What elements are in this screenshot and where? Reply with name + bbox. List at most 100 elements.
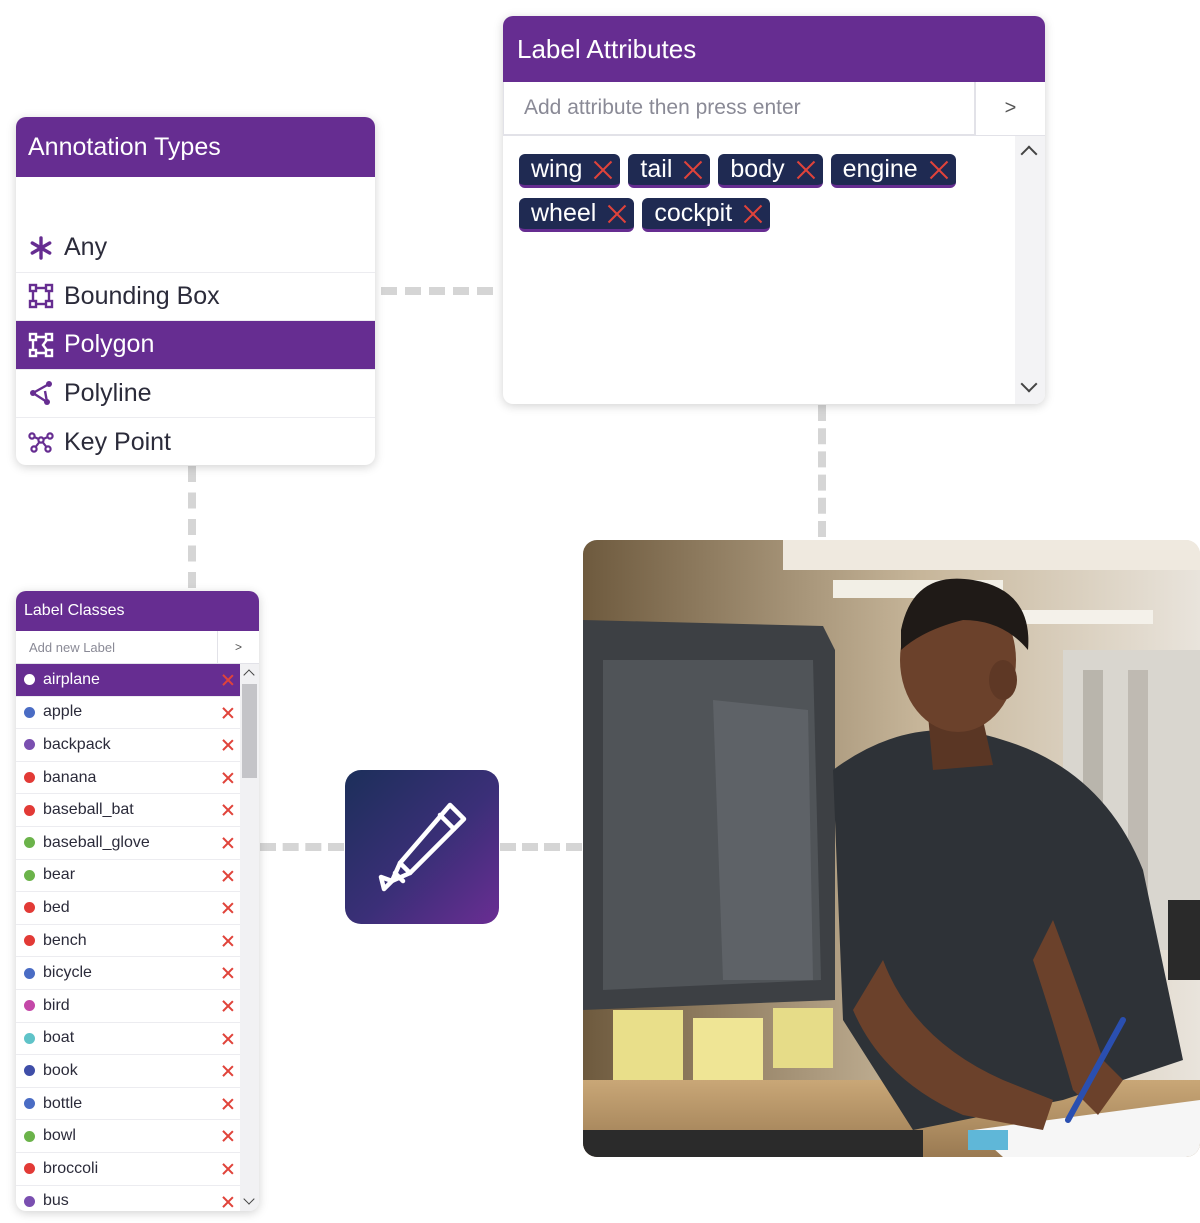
delete-class-icon[interactable] — [222, 739, 234, 751]
delete-class-icon[interactable] — [222, 1130, 234, 1142]
annotation-type-any[interactable]: Any — [16, 224, 375, 273]
remove-chip-icon[interactable] — [592, 159, 614, 181]
class-input-row: > — [16, 631, 259, 664]
label-classes-panel: Label Classes > airplane apple backpack ban… — [16, 591, 259, 1211]
class-item-book[interactable]: book — [16, 1055, 240, 1088]
delete-class-icon[interactable] — [222, 772, 234, 784]
delete-class-icon[interactable] — [222, 674, 234, 686]
class-item-broccoli[interactable]: broccoli — [16, 1153, 240, 1186]
delete-class-icon[interactable] — [222, 1098, 234, 1110]
class-scrollbar[interactable] — [240, 664, 259, 1211]
class-submit-button[interactable]: > — [217, 631, 259, 663]
class-item-bird[interactable]: bird — [16, 990, 240, 1023]
class-item-apple[interactable]: apple — [16, 697, 240, 730]
polyline-icon — [30, 381, 52, 406]
annotation-type-polyline[interactable]: Polyline — [16, 370, 375, 418]
remove-chip-icon[interactable] — [606, 203, 628, 225]
chevron-up-icon[interactable] — [1020, 145, 1038, 163]
class-color-dot — [24, 1032, 35, 1044]
delete-class-icon[interactable] — [222, 967, 234, 979]
annotation-type-label: Polyline — [64, 378, 152, 407]
class-item-bear[interactable]: bear — [16, 860, 240, 893]
delete-class-icon[interactable] — [222, 1033, 234, 1045]
delete-class-icon[interactable] — [222, 870, 234, 882]
class-color-dot — [24, 706, 35, 718]
class-item-label: baseball_bat — [43, 801, 134, 819]
chevron-up-icon[interactable] — [243, 669, 255, 681]
delete-class-icon[interactable] — [222, 837, 234, 849]
photo-person-writing — [583, 540, 1200, 1157]
attribute-chip: tail — [628, 154, 711, 188]
annotation-type-polygon[interactable]: Polygon — [16, 321, 375, 370]
delete-class-icon[interactable] — [222, 707, 234, 719]
delete-class-icon[interactable] — [222, 902, 234, 914]
class-item-airplane[interactable]: airplane — [16, 664, 240, 697]
annotation-type-label: Any — [64, 233, 108, 262]
class-item-label: broccoli — [43, 1159, 99, 1177]
annotation-type-label: Key Point — [64, 427, 172, 456]
scrollbar-thumb[interactable] — [242, 684, 257, 778]
class-item-label: book — [43, 1061, 78, 1079]
label-attributes-title: Label Attributes — [517, 33, 697, 64]
class-item-label: baseball_glove — [43, 833, 150, 851]
label-attributes-panel: Label Attributes > wing tail body engine — [503, 16, 1045, 404]
bounding-box-icon — [28, 284, 54, 309]
polygon-icon — [28, 332, 54, 357]
annotation-type-key-point[interactable]: Key Point — [16, 418, 375, 465]
attribute-chip-list: wing tail body engine wheel cockpit — [503, 136, 1003, 232]
key-point-icon — [28, 432, 54, 453]
annotation-types-title: Annotation Types — [28, 132, 221, 161]
remove-chip-icon[interactable] — [742, 203, 764, 225]
remove-chip-icon[interactable] — [928, 159, 950, 181]
class-item-bus[interactable]: bus — [16, 1186, 240, 1212]
class-item-backpack[interactable]: backpack — [16, 729, 240, 762]
annotation-type-list: Any Bounding Box — [16, 224, 375, 465]
delete-class-icon[interactable] — [222, 1163, 234, 1175]
class-color-dot — [24, 1130, 35, 1142]
attribute-scrollbar[interactable] — [1015, 136, 1045, 404]
attribute-submit-button[interactable]: > — [975, 82, 1045, 135]
class-item-banana[interactable]: banana — [16, 762, 240, 795]
chevron-down-icon[interactable] — [243, 1193, 255, 1205]
delete-class-icon[interactable] — [222, 804, 234, 816]
annotation-types-panel: Annotation Types Any — [16, 117, 375, 465]
class-color-dot — [24, 902, 35, 914]
attribute-chip-label: cockpit — [654, 199, 733, 227]
attribute-input-row: > — [503, 82, 1045, 136]
class-item-label: bowl — [43, 1127, 76, 1145]
connector-types-classes — [188, 466, 196, 588]
class-color-dot — [24, 1163, 35, 1175]
class-item-bicycle[interactable]: bicycle — [16, 957, 240, 990]
remove-chip-icon[interactable] — [795, 159, 817, 181]
label-attributes-header: Label Attributes — [503, 16, 1045, 82]
chevron-down-icon[interactable] — [1020, 375, 1038, 393]
class-color-dot — [24, 1195, 35, 1207]
class-item-label: apple — [43, 703, 83, 721]
attribute-chip: wheel — [519, 198, 635, 232]
attribute-input[interactable] — [503, 82, 975, 135]
class-item-label: bottle — [43, 1094, 83, 1112]
attribute-chip-label: engine — [842, 155, 918, 183]
class-item-label: banana — [43, 768, 97, 786]
attribute-chip-label: body — [730, 155, 785, 183]
class-item-baseball-bat[interactable]: baseball_bat — [16, 794, 240, 827]
delete-class-icon[interactable] — [222, 935, 234, 947]
class-item-label: airplane — [43, 670, 100, 688]
class-color-dot — [24, 1098, 35, 1110]
remove-chip-icon[interactable] — [682, 159, 704, 181]
class-item-bowl[interactable]: bowl — [16, 1120, 240, 1153]
class-item-boat[interactable]: boat — [16, 1023, 240, 1056]
class-color-dot — [24, 674, 35, 686]
delete-class-icon[interactable] — [222, 1065, 234, 1077]
class-item-bench[interactable]: bench — [16, 925, 240, 958]
class-item-baseball-glove[interactable]: baseball_glove — [16, 827, 240, 860]
class-item-bed[interactable]: bed — [16, 892, 240, 925]
delete-class-icon[interactable] — [222, 1000, 234, 1012]
class-item-bottle[interactable]: bottle — [16, 1088, 240, 1121]
class-item-label: backpack — [43, 735, 111, 753]
class-input[interactable] — [16, 631, 217, 663]
annotation-type-bounding-box[interactable]: Bounding Box — [16, 273, 375, 321]
delete-class-icon[interactable] — [222, 1196, 234, 1208]
label-classes-title: Label Classes — [24, 602, 125, 619]
